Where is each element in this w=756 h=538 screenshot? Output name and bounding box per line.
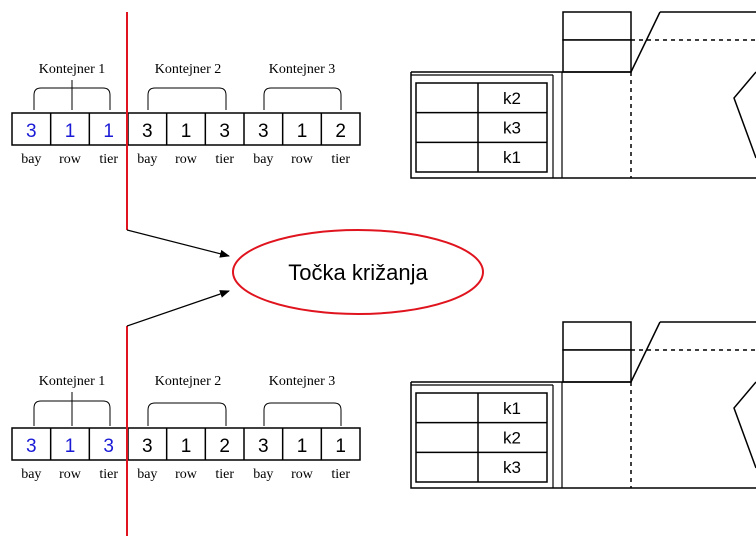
gene-value: 3 bbox=[219, 121, 230, 142]
crossover-point-label: Točka križanja bbox=[288, 260, 428, 285]
gene-value: 1 bbox=[181, 436, 192, 457]
gene-type-label: tier bbox=[331, 467, 350, 482]
stacked-container-label: k3 bbox=[503, 119, 521, 138]
gene-cells: 3 1 3 3 1 2 3 1 1 bbox=[26, 428, 346, 460]
gene-value: 2 bbox=[219, 436, 230, 457]
container-bracket-3 bbox=[263, 87, 342, 110]
gene-type-label: bay bbox=[137, 152, 157, 167]
gene-type-labels: bay row tier bay row tier bay row tier bbox=[21, 152, 350, 167]
gene-cells: 3 1 1 3 1 3 3 1 2 bbox=[26, 113, 346, 145]
stacked-container-label: k3 bbox=[503, 458, 521, 477]
gene-value: 3 bbox=[26, 121, 37, 142]
gene-value: 2 bbox=[335, 121, 346, 142]
gene-value: 1 bbox=[297, 436, 308, 457]
gene-string-frame bbox=[11, 112, 361, 146]
ship-top: k2 k3 k1 bbox=[410, 11, 756, 179]
gene-type-label: row bbox=[175, 152, 198, 167]
hold-stack: k2 k3 k1 bbox=[416, 83, 547, 172]
gene-value: 3 bbox=[258, 436, 269, 457]
container-label-3: Kontejner 3 bbox=[269, 374, 335, 389]
container-label-1: Kontejner 1 bbox=[39, 374, 105, 389]
arrow-to-crossover-bottom bbox=[126, 290, 230, 327]
container-bracket-2 bbox=[147, 87, 227, 110]
gene-type-label: row bbox=[291, 467, 314, 482]
gene-type-label: row bbox=[175, 467, 198, 482]
gene-value: 3 bbox=[142, 121, 153, 142]
ship-hull bbox=[410, 71, 756, 179]
crossover-point-ellipse bbox=[232, 229, 484, 315]
gene-value: 3 bbox=[26, 436, 37, 457]
gene-value: 1 bbox=[335, 436, 346, 457]
gene-value: 1 bbox=[181, 121, 192, 142]
ship-hull bbox=[410, 381, 756, 489]
arrow-to-crossover-top bbox=[126, 229, 230, 258]
deck-container-lower bbox=[562, 39, 632, 73]
ship-bow-edge bbox=[630, 11, 661, 73]
deck-container-upper bbox=[562, 321, 632, 351]
hold-stack: k1 k2 k3 bbox=[416, 393, 547, 482]
stacked-container-label: k1 bbox=[503, 399, 521, 418]
gene-value: 1 bbox=[103, 121, 114, 142]
gene-value: 3 bbox=[258, 121, 269, 142]
stacked-container-label: k1 bbox=[503, 148, 521, 167]
container-label-1: Kontejner 1 bbox=[39, 62, 105, 77]
stacked-container-label: k2 bbox=[503, 89, 521, 108]
container-bracket-1 bbox=[33, 80, 111, 110]
gene-type-label: bay bbox=[21, 152, 41, 167]
gene-value: 3 bbox=[103, 436, 114, 457]
gene-type-label: row bbox=[59, 152, 82, 167]
gene-type-label: tier bbox=[331, 152, 350, 167]
container-bracket-1 bbox=[33, 392, 111, 426]
stacked-container-label: k2 bbox=[503, 429, 521, 448]
gene-type-label: row bbox=[59, 467, 82, 482]
gene-type-label: bay bbox=[253, 467, 273, 482]
gene-value: 1 bbox=[65, 121, 76, 142]
ship-bottom: k1 k2 k3 bbox=[410, 321, 756, 489]
gene-type-label: tier bbox=[215, 152, 234, 167]
gene-type-label: bay bbox=[21, 467, 41, 482]
gene-value: 1 bbox=[65, 436, 76, 457]
container-label-3: Kontejner 3 bbox=[269, 62, 335, 77]
container-bracket-2 bbox=[147, 402, 227, 426]
hold-stack-frame bbox=[415, 392, 548, 483]
container-bracket-3 bbox=[263, 402, 342, 426]
gene-type-labels: bay row tier bay row tier bay row tier bbox=[21, 467, 350, 482]
deck-container-lower bbox=[562, 349, 632, 383]
gene-value: 1 bbox=[297, 121, 308, 142]
gene-type-label: tier bbox=[215, 467, 234, 482]
gene-string-frame bbox=[11, 427, 361, 461]
container-label-2: Kontejner 2 bbox=[155, 62, 221, 77]
gene-type-label: tier bbox=[99, 152, 118, 167]
container-label-2: Kontejner 2 bbox=[155, 374, 221, 389]
gene-value: 3 bbox=[142, 436, 153, 457]
hold-stack-frame bbox=[415, 82, 548, 173]
gene-type-label: bay bbox=[137, 467, 157, 482]
gene-type-label: tier bbox=[99, 467, 118, 482]
gene-type-label: row bbox=[291, 152, 314, 167]
deck-container-upper bbox=[562, 11, 632, 41]
gene-type-label: bay bbox=[253, 152, 273, 167]
ship-bow-edge bbox=[630, 321, 661, 383]
